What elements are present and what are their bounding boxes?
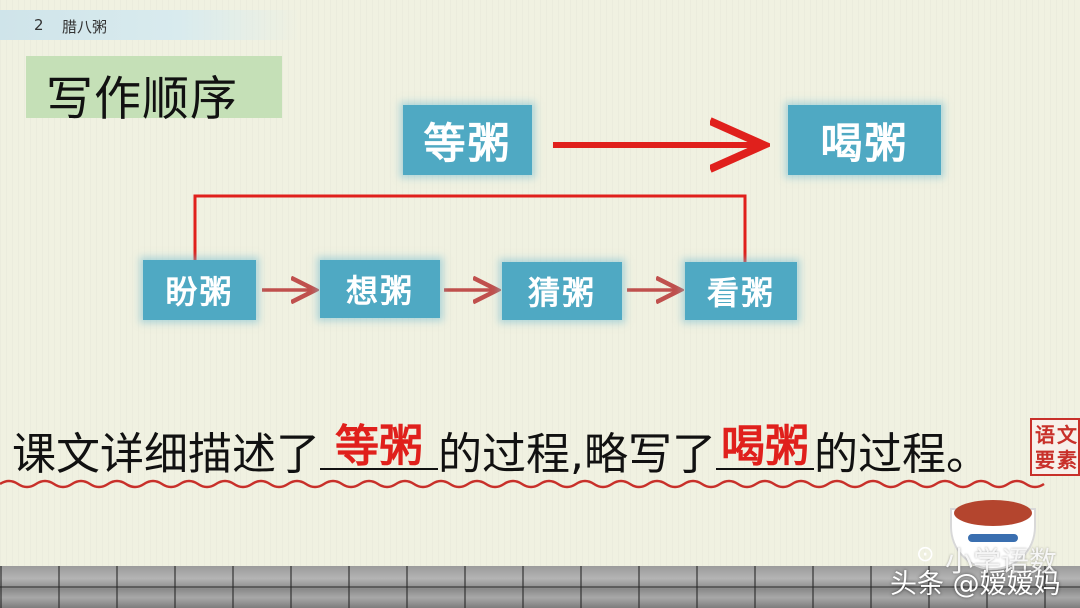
stamp-seal: 语 文 要 素 <box>1030 418 1080 476</box>
wechat-icon: ⊙ <box>916 542 935 567</box>
box-see-porridge: 看粥 <box>685 262 797 320</box>
box-eat-porridge: 喝粥 <box>788 105 941 175</box>
slide-title-box: 写作顺序 <box>26 56 282 127</box>
box-hope-porridge: 盼粥 <box>143 260 256 320</box>
lesson-title: 腊八粥 <box>62 18 108 36</box>
lesson-header: 2 腊八粥 <box>0 10 300 40</box>
box-guess-porridge: 猜粥 <box>502 262 622 320</box>
answer-1: 等粥 <box>335 421 423 472</box>
stamp-char-1: 语 <box>1035 423 1055 447</box>
stone-wall-decoration <box>0 566 1080 608</box>
bracket-connector <box>193 194 747 262</box>
stamp-char-2: 文 <box>1057 423 1077 447</box>
lesson-number: 2 <box>34 16 44 34</box>
watermark-account: 小学语数 <box>945 545 1058 578</box>
wavy-underline <box>0 479 1045 489</box>
sentence-part-3: 的过程。 <box>814 429 990 480</box>
sentence-part-2: 的过程,略写了 <box>438 429 716 480</box>
blank-2: 喝粥 <box>716 418 814 472</box>
sentence-part-1: 课文详细描述了 <box>12 429 320 480</box>
stamp-char-3: 要 <box>1035 448 1055 472</box>
box-think-porridge: 想粥 <box>320 260 440 318</box>
stamp-char-4: 素 <box>1057 448 1077 472</box>
watermark-platform: 头条 @嫒嫒妈 <box>890 569 1061 600</box>
slide-title: 写作顺序 <box>46 72 238 127</box>
blank-1: 等粥 <box>320 418 438 472</box>
summary-sentence: 课文详细描述了等粥的过程,略写了喝粥的过程。 <box>12 418 990 480</box>
box-wait-porridge: 等粥 <box>403 105 532 175</box>
answer-2: 喝粥 <box>721 421 809 472</box>
